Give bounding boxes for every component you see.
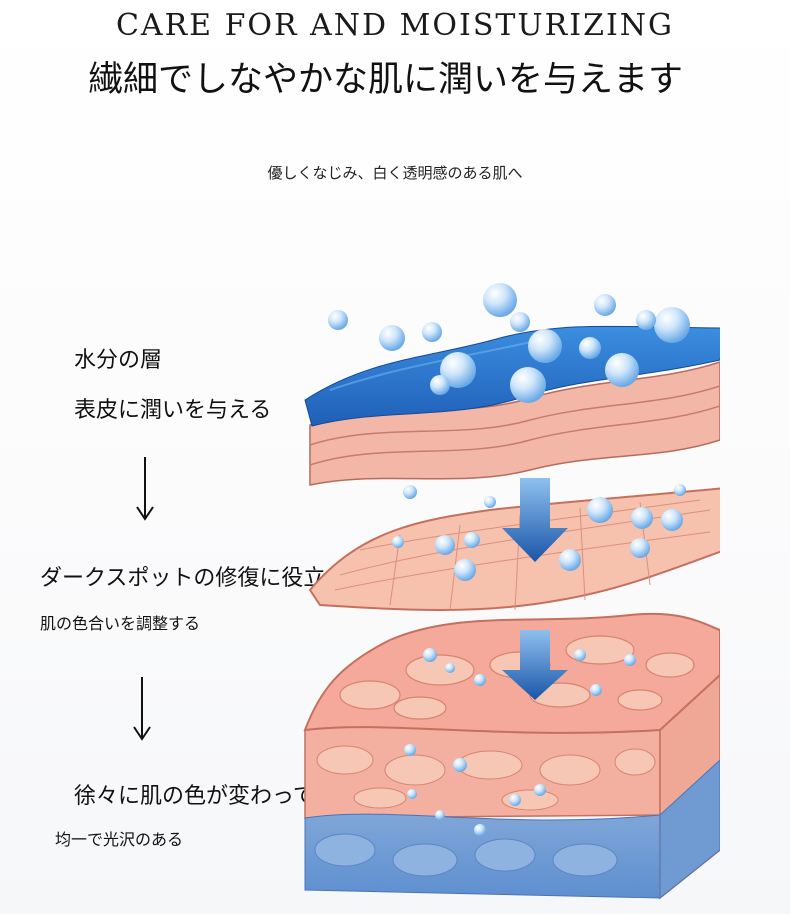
step-1-label: 水分の層: [74, 348, 163, 373]
page-title: 繊細でしなやかな肌に潤いを与えます: [88, 60, 684, 100]
water-droplet-icon: [328, 283, 690, 836]
skin-layer-illustration: [303, 283, 720, 900]
skin-block-layer: [303, 612, 720, 900]
heading: CARE FOR AND MOISTURIZING: [115, 8, 675, 43]
water-layer: [304, 325, 720, 486]
skin-sheet-layer: [308, 487, 720, 611]
step-1-description: 表皮に潤いを与える: [74, 398, 272, 423]
down-arrow-icon: [133, 677, 151, 741]
step-2-description: 肌の色合いを調整する: [40, 614, 201, 633]
down-arrow-icon: [136, 457, 154, 521]
flow-arrow-icon: [502, 478, 568, 700]
step-3-description: 均一で光沢のある: [55, 830, 184, 849]
subtitle: 優しくなじみ、白く透明感のある肌へ: [267, 164, 523, 182]
